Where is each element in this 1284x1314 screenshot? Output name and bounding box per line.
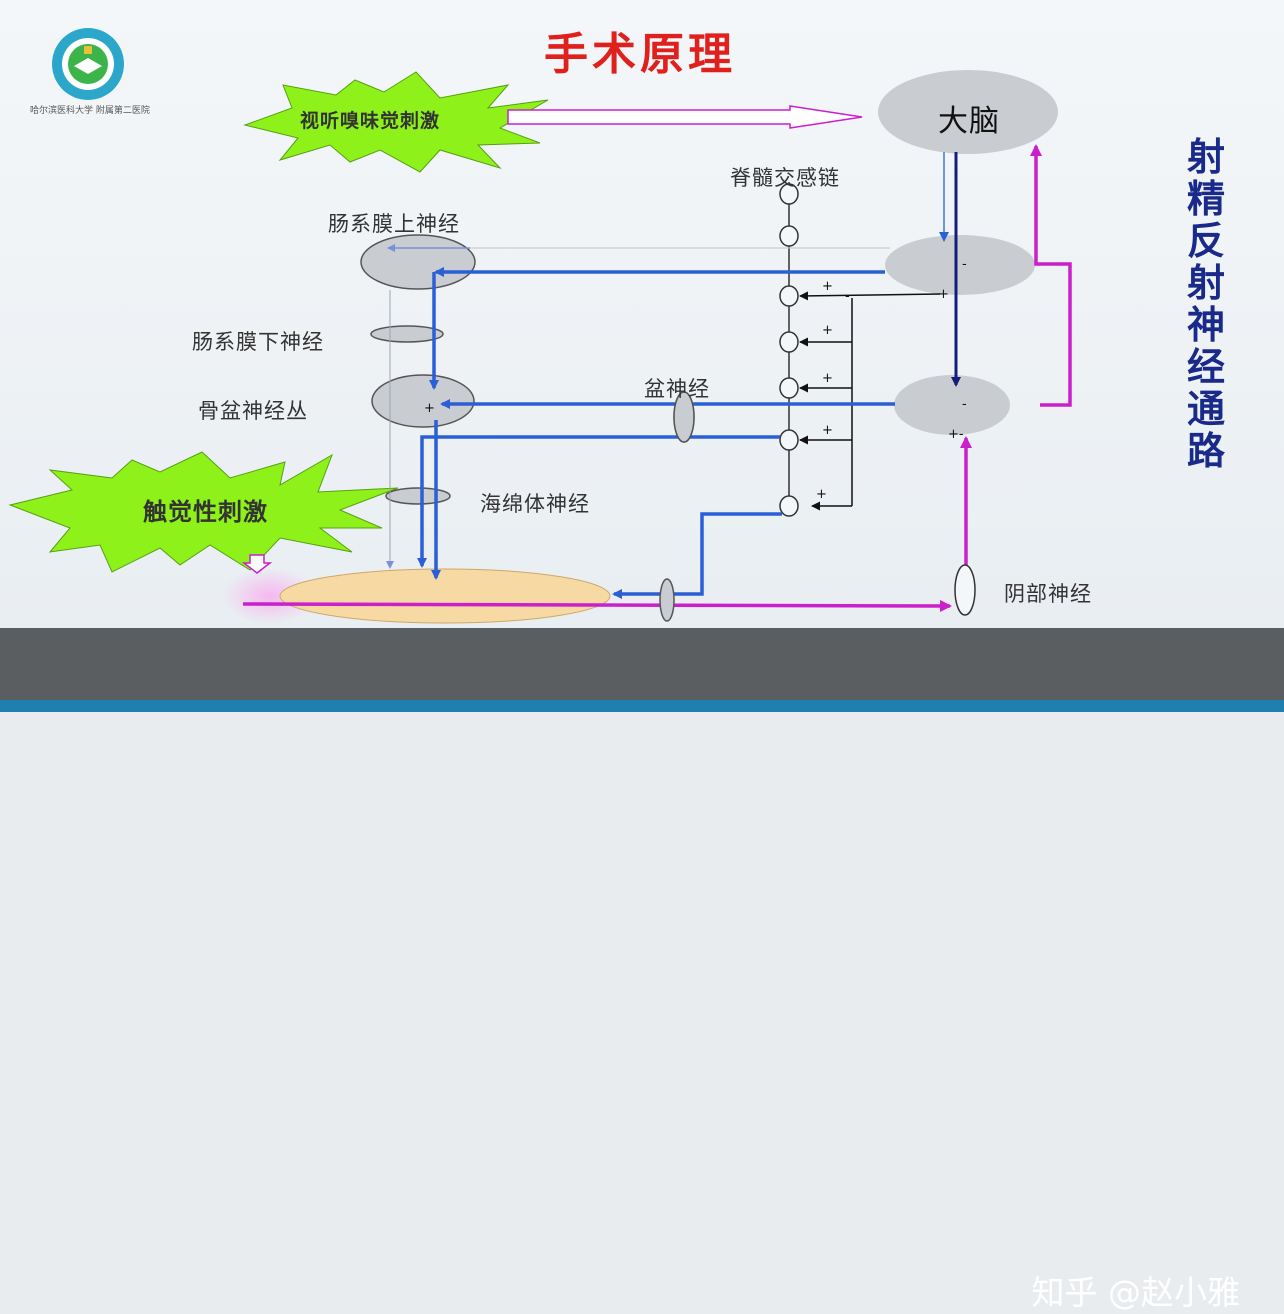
pelvic-nerve-node-overlay xyxy=(673,391,695,443)
pudendal-nerve-node xyxy=(954,564,976,616)
afferent-ascending-path xyxy=(1030,144,1072,407)
plus-sign: + xyxy=(822,323,833,338)
pelvic-plexus-label: 骨盆神经丛 xyxy=(198,399,308,423)
afferent-organ-path xyxy=(242,599,952,612)
organ-body xyxy=(279,568,611,624)
cavernous-nerve-node xyxy=(385,487,451,505)
reflex-pathway-diagram: + + + + + - + - + - +- xyxy=(8,70,1072,624)
plus-sign: + xyxy=(938,287,949,302)
plus-minus-sign: +- xyxy=(948,427,964,442)
pink-glow xyxy=(222,568,318,624)
superior-mesenteric-label: 肠系膜上神经 xyxy=(328,212,460,236)
efferent-chain-path xyxy=(417,435,780,568)
chain-ganglion xyxy=(779,331,799,353)
chain-ganglion xyxy=(779,429,799,451)
superior-mesenteric-ganglion xyxy=(360,234,476,290)
pelvic-plexus-ganglion xyxy=(371,374,475,428)
pelvic-nerve-label: 盆神经 xyxy=(644,377,710,401)
plus-sign: + xyxy=(822,279,833,294)
inferior-mesenteric-ganglion xyxy=(370,325,444,343)
pudendal-nerve-label: 阴部神经 xyxy=(1004,582,1092,606)
chain-ganglion xyxy=(779,377,799,399)
organ-nerve-node xyxy=(659,578,675,622)
cavernous-nerve-label: 海绵体神经 xyxy=(480,492,590,516)
watermark-text: 知乎 @赵小雅 xyxy=(1031,1273,1241,1312)
visual-to-brain-arrow xyxy=(507,105,863,129)
brain-node xyxy=(878,70,1058,154)
stimulus-visual-label: 视听嗅味觉刺激 xyxy=(300,110,441,132)
minus-sign: - xyxy=(845,289,850,304)
chain-ganglion xyxy=(779,225,799,247)
logo-caption: 哈尔滨医科大学 附属第二医院 xyxy=(30,106,150,116)
stimulus-touch-label: 触觉性刺激 xyxy=(143,498,268,526)
plus-sign: + xyxy=(822,371,833,386)
brain-label: 大脑 xyxy=(938,104,1000,139)
sympathetic-chain-label: 脊髓交感链 xyxy=(730,166,840,190)
vertical-title: 射精反射神经通路 xyxy=(1186,135,1225,473)
pointer-marker xyxy=(241,554,273,574)
chain-ganglion xyxy=(779,285,799,307)
inferior-mesenteric-label: 肠系膜下神经 xyxy=(192,330,324,354)
plus-sign: + xyxy=(822,423,833,438)
chain-ganglion xyxy=(779,495,799,517)
slide-title: 手术原理 xyxy=(544,29,736,80)
slide: 哈尔滨医科大学 附属第二医院 手术原理 xyxy=(0,0,1284,628)
tactile-stimulus-burst xyxy=(8,451,399,573)
visual-stimulus-burst xyxy=(243,71,549,173)
spinal-node-lower xyxy=(894,375,1010,435)
feedback-line xyxy=(799,291,941,301)
spinal-node-upper xyxy=(885,235,1035,295)
chain-to-organ-path xyxy=(612,512,782,599)
chain-ganglion xyxy=(779,183,799,205)
minus-sign: - xyxy=(962,397,967,412)
plus-sign: + xyxy=(424,401,435,416)
plus-sign: + xyxy=(816,487,827,502)
watermark-bar: 知乎 @赵小雅 xyxy=(0,628,1284,1312)
bottom-strip xyxy=(0,700,1284,712)
minus-sign: - xyxy=(962,257,967,272)
university-logo xyxy=(52,28,124,100)
